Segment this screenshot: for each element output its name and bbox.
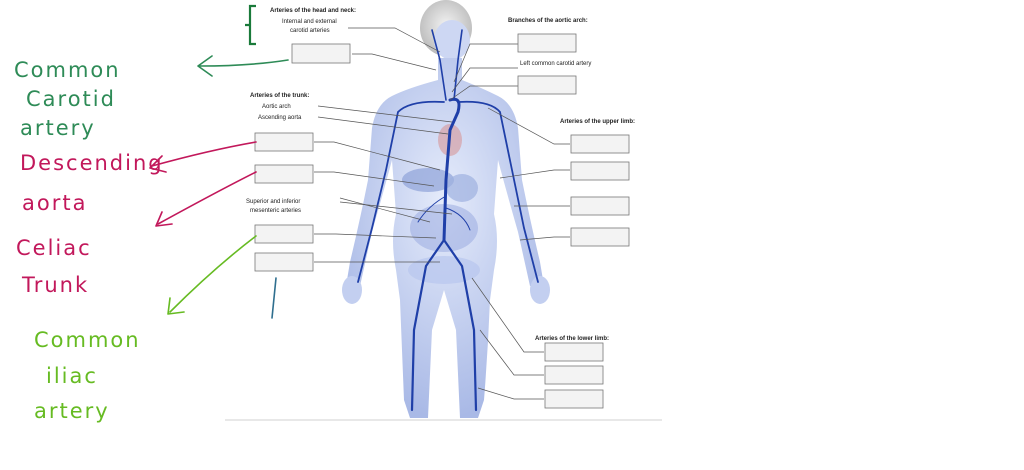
- left-arm-artery: [357, 100, 445, 283]
- label-aortic-arch-title: Branches of the aortic arch:: [508, 18, 588, 24]
- note-common-iliac-line-2: iliac: [46, 364, 98, 388]
- label-lower-limb-title: Arteries of the lower limb:: [535, 336, 609, 342]
- answer-box-upper-limb-1[interactable]: [570, 134, 630, 154]
- label-carotid-line-2: carotid arteries: [290, 28, 330, 34]
- label-left-common-carotid: Left common carotid artery: [520, 61, 591, 67]
- answer-box-trunk-1[interactable]: [254, 132, 314, 152]
- artery-network: [357, 29, 539, 412]
- label-mesenteric-line-1: Superior and inferior: [246, 199, 300, 205]
- note-celiac-trunk-line-1: Celiac: [16, 236, 92, 260]
- printed-labels: Arteries of the head and neck: Internal …: [246, 8, 635, 342]
- arrow-celiac-trunk: [155, 171, 257, 227]
- handwritten-arrows: [149, 55, 289, 319]
- label-mesenteric-line-2: mesenteric arteries: [250, 208, 301, 214]
- answer-box-lower-limb-1[interactable]: [544, 342, 604, 362]
- note-common-carotid-line-1: Common: [14, 58, 121, 82]
- left-hand-shape: [342, 276, 362, 304]
- face-shape: [434, 20, 470, 60]
- note-celiac-trunk-line-2: Trunk: [21, 273, 89, 297]
- pelvis-shape: [408, 256, 480, 284]
- head-neck-bracket: [245, 4, 256, 46]
- right-leg-artery: [442, 238, 478, 412]
- arrow-common-carotid: [197, 55, 289, 77]
- stomach-shape: [446, 174, 478, 202]
- label-trunk-title: Arteries of the trunk:: [250, 93, 309, 99]
- note-common-iliac-line-1: Common: [34, 328, 141, 352]
- label-head-neck-title: Arteries of the head and neck:: [270, 8, 356, 14]
- arrow-descending-aorta: [149, 141, 257, 173]
- answer-box-lower-limb-2[interactable]: [544, 365, 604, 385]
- answer-box-upper-limb-4[interactable]: [570, 227, 630, 247]
- right-arm-artery: [457, 100, 539, 283]
- answer-box-aortic-branch-1[interactable]: [517, 33, 577, 53]
- note-common-iliac-line-3: artery: [34, 399, 110, 423]
- liver-shape: [402, 168, 454, 192]
- answer-box-trunk-4[interactable]: [254, 252, 314, 272]
- stray-pen-mark: [271, 277, 277, 319]
- note-common-carotid-line-2: Carotid: [26, 87, 116, 111]
- note-descending-aorta-line-2: aorta: [22, 191, 87, 215]
- answer-box-aortic-branch-3[interactable]: [517, 75, 577, 95]
- arrow-common-iliac: [167, 235, 257, 315]
- right-hand-shape: [530, 276, 550, 304]
- label-ascending-aorta: Ascending aorta: [258, 115, 302, 121]
- left-carotid-artery: [431, 29, 447, 101]
- label-carotid-line-1: Internal and external: [282, 19, 337, 25]
- answer-box-upper-limb-2[interactable]: [570, 161, 630, 181]
- note-descending-aorta-line-1: Descending: [20, 151, 164, 175]
- right-carotid-artery: [453, 29, 463, 101]
- leader-lines: [314, 27, 570, 400]
- handwritten-annotations: Common Carotid artery Descending aorta C…: [14, 58, 164, 423]
- note-common-carotid-line-3: artery: [20, 116, 96, 140]
- aorta-artery: [442, 97, 461, 242]
- answer-box-carotid[interactable]: [291, 43, 351, 64]
- answer-boxes: [254, 33, 630, 409]
- answer-box-trunk-2[interactable]: [254, 164, 314, 184]
- left-leg-artery: [410, 238, 446, 412]
- answer-box-trunk-3[interactable]: [254, 224, 314, 244]
- label-aortic-arch: Aortic arch: [262, 104, 291, 110]
- answer-box-lower-limb-3[interactable]: [544, 389, 604, 409]
- answer-box-upper-limb-3[interactable]: [570, 196, 630, 216]
- label-upper-limb-title: Arteries of the upper limb:: [560, 119, 635, 125]
